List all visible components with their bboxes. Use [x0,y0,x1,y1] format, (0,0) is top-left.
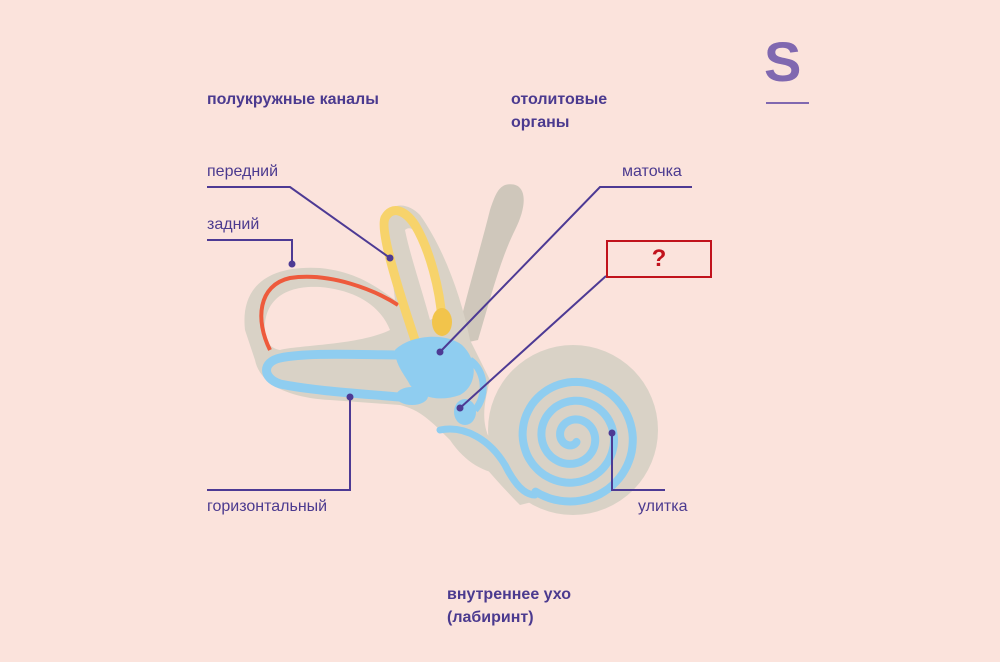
heading-semicircular-canals: полукружные каналы [207,91,379,108]
heading-otolith-organs-2: органы [511,114,570,131]
bone-holes [264,228,440,350]
bony-labyrinth [244,184,658,515]
utricle [395,336,474,399]
logo-underline [766,102,809,104]
leader-dots [288,254,616,437]
leader-unknown [459,275,607,409]
leader-cochlea [611,433,665,491]
leader-anterior [207,186,391,259]
heading-inner-ear-1: внутреннее ухо [447,586,572,603]
label-horizontal: горизонтальный [207,498,328,515]
heading-inner-ear-2: (лабиринт) [447,609,534,626]
leader-posterior [207,239,293,264]
label-posterior: задний [207,216,260,233]
label-anterior: передний [207,163,279,180]
endolymph-duct [467,357,487,413]
leader-utricle [439,186,692,353]
cochlea-spiral [518,377,637,506]
heading-otolith-organs-1: отолитовые [511,91,608,108]
logo: S [764,30,802,93]
anterior-canal [379,206,452,345]
posterior-canal [259,274,400,351]
label-cochlea: улитка [638,498,688,515]
leader-lines [207,186,692,491]
unknown-answer-box[interactable]: ? [606,240,712,278]
cochlear-duct-base [436,425,539,499]
leader-horizontal [207,397,351,491]
label-utricle: маточка [622,163,682,180]
